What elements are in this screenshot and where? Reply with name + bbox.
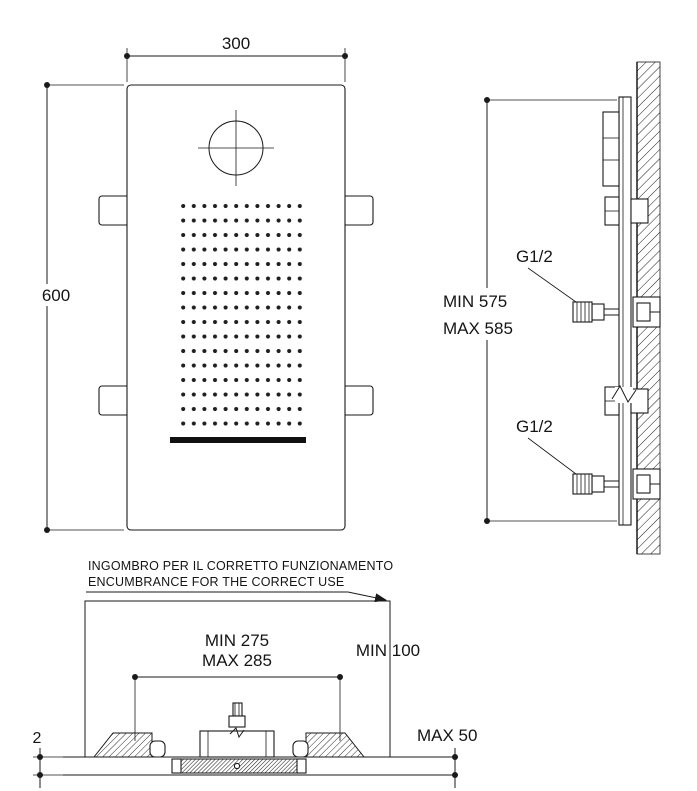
water-connection-bottom bbox=[572, 468, 661, 500]
plate-thickness-label: 2 bbox=[33, 730, 42, 747]
min-height-label: MIN 575 bbox=[443, 292, 507, 311]
dim-install-height: MIN 575 MAX 585 bbox=[438, 97, 617, 524]
dim-cutout-width: MIN 275 MAX 285 bbox=[132, 631, 343, 741]
water-connection-top bbox=[572, 296, 661, 328]
shower-profile bbox=[602, 96, 649, 526]
ceiling-max-label: MAX 50 bbox=[417, 726, 477, 745]
connection-label-top: G1/2 bbox=[516, 247, 577, 303]
body-section bbox=[199, 702, 275, 758]
dim-width-label: 300 bbox=[222, 34, 250, 53]
front-view: 300 600 bbox=[34, 34, 374, 533]
central-round-outlet bbox=[198, 110, 274, 186]
dim-height: 600 bbox=[34, 82, 124, 533]
note-line-2: ENCUMBRANCE FOR THE CORRECT USE bbox=[88, 575, 344, 589]
connection-label-bottom: G1/2 bbox=[516, 417, 577, 475]
dim-ceiling-max: MAX 50 bbox=[417, 726, 477, 788]
dim-plate-thickness: 2 bbox=[33, 730, 63, 788]
note-line-1: INGOMBRO PER IL CORRETTO FUNZIONAMENTO bbox=[88, 559, 393, 573]
recess-depth-label: MIN 100 bbox=[356, 641, 420, 660]
encumbrance-box bbox=[84, 600, 391, 757]
dim-width: 300 bbox=[124, 34, 348, 82]
max-width-label: MAX 285 bbox=[202, 651, 272, 670]
connection-label-bottom-text: G1/2 bbox=[516, 417, 553, 436]
nozzle-grid bbox=[176, 201, 304, 433]
mounting-feet bbox=[92, 732, 366, 758]
section-view: INGOMBRO PER IL CORRETTO FUNZIONAMENTO E… bbox=[33, 559, 477, 788]
dim-height-label: 600 bbox=[42, 286, 70, 305]
usage-note: INGOMBRO PER IL CORRETTO FUNZIONAMENTO E… bbox=[86, 559, 393, 603]
max-height-label: MAX 585 bbox=[443, 319, 513, 338]
side-view: G1/2 G1/2 MIN 575 MAX 585 bbox=[438, 61, 661, 555]
plate-section bbox=[171, 758, 307, 774]
min-width-label: MIN 275 bbox=[205, 631, 269, 650]
connection-label-top-text: G1/2 bbox=[516, 247, 553, 266]
waterfall-slot bbox=[170, 437, 306, 443]
